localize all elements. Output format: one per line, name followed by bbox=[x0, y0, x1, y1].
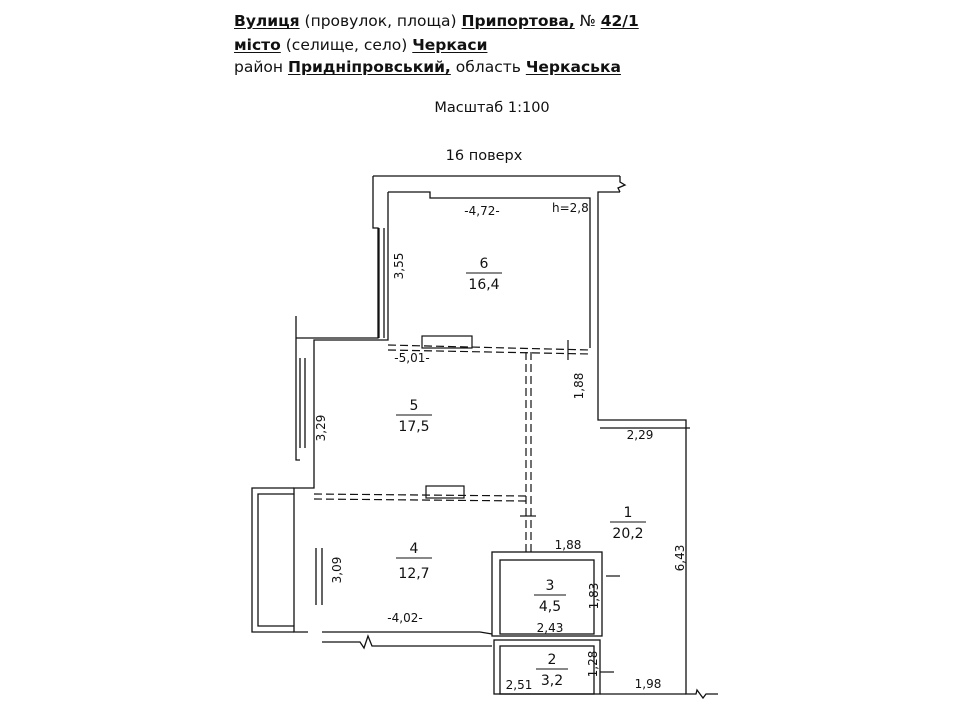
partitions bbox=[313, 335, 620, 673]
door-room4 bbox=[425, 485, 465, 499]
district-value: Придніпровський, bbox=[287, 58, 451, 76]
dim-label: 1,88 bbox=[555, 538, 582, 552]
partition-5-4 bbox=[313, 493, 527, 497]
floor-label: 16 поверх bbox=[445, 148, 523, 164]
region-value: Черкаська bbox=[525, 58, 621, 76]
room-number: 3 bbox=[546, 578, 555, 594]
dim-label: 3,29 bbox=[314, 415, 328, 442]
room2-inner bbox=[499, 645, 595, 695]
walls bbox=[251, 175, 718, 700]
door-room6 bbox=[421, 335, 473, 349]
address-line-city: місто (селище, село) Черкаси bbox=[234, 36, 487, 54]
scale-label: Масштаб 1:100 bbox=[434, 100, 550, 116]
room-number: 4 bbox=[410, 541, 419, 557]
street-value: Припортова, bbox=[461, 12, 575, 30]
city-paren: (селище, село) bbox=[285, 36, 408, 54]
number-label: № bbox=[579, 12, 596, 30]
room-labels: 6 16,4 5 17,5 4 12,7 1 20,2 3 4,5 2 3,2 bbox=[396, 256, 646, 689]
room-number: 2 bbox=[548, 652, 557, 668]
room-number: 1 bbox=[624, 505, 633, 521]
wall-break-top bbox=[617, 176, 627, 193]
dim-label: 3,09 bbox=[330, 557, 344, 584]
room-number: 5 bbox=[410, 398, 419, 414]
outer-wall-right bbox=[597, 191, 718, 700]
dim-label: 1,28 bbox=[586, 651, 600, 678]
dim-label: -4,02- bbox=[387, 611, 422, 625]
room3-outer bbox=[491, 551, 603, 637]
room-area: 20,2 bbox=[612, 526, 643, 542]
city-value: Черкаси bbox=[412, 36, 488, 54]
room-area: 16,4 bbox=[468, 277, 499, 293]
balcony-outer bbox=[251, 487, 294, 633]
balcony-inner bbox=[257, 493, 294, 627]
dim-label: 1,98 bbox=[635, 677, 662, 691]
address-line-street: Вулиця (провулок, площа) Припортова, № 4… bbox=[234, 12, 639, 30]
street-paren: (провулок, площа) bbox=[304, 12, 457, 30]
dim-label: 2,43 bbox=[537, 621, 564, 635]
height-label: h=2,8 bbox=[552, 201, 589, 215]
room-area: 3,2 bbox=[541, 673, 563, 689]
dim-label: 2,51 bbox=[506, 678, 533, 692]
dim-label: 2,29 bbox=[627, 428, 654, 442]
partition-6-5 bbox=[387, 344, 591, 351]
dim-label: 3,55 bbox=[392, 253, 406, 280]
wall-break-bottom bbox=[322, 634, 492, 650]
district-label: район bbox=[234, 58, 284, 76]
outer-wall-left-upper bbox=[295, 176, 379, 461]
city-label: місто bbox=[234, 36, 281, 54]
address-line-district: район Придніпровський, область Черкаська bbox=[234, 58, 621, 76]
room-number: 6 bbox=[480, 256, 489, 272]
wall-bottom-room4 bbox=[322, 631, 493, 635]
inner-wall-top-room6 bbox=[388, 191, 591, 348]
dim-label: -5,01- bbox=[394, 351, 429, 365]
dimension-labels: -4,72- h=2,8 3,55 -5,01- 1,88 2,29 3,29 … bbox=[314, 201, 687, 692]
partition-6-5-inner bbox=[387, 349, 591, 355]
region-label: область bbox=[455, 58, 521, 76]
dim-label: 6,43 bbox=[673, 545, 687, 572]
dim-label: 1,83 bbox=[587, 583, 601, 610]
room3-inner bbox=[499, 559, 595, 635]
dim-label: -4,72- bbox=[464, 204, 499, 218]
number-value: 42/1 bbox=[600, 12, 639, 30]
room-area: 4,5 bbox=[539, 599, 561, 615]
partition-5-4-inner bbox=[313, 498, 527, 502]
dim-label: 1,88 bbox=[572, 373, 586, 400]
street-label: Вулиця bbox=[234, 12, 300, 30]
room-area: 17,5 bbox=[398, 419, 429, 435]
room-area: 12,7 bbox=[398, 566, 429, 582]
